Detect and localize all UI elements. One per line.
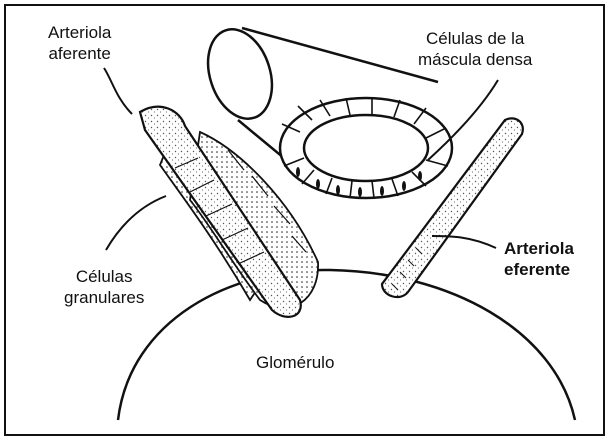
label-macula-densa: Células de la máscula densa <box>418 28 532 70</box>
label-celulas-granulares: Células granulares <box>64 266 144 308</box>
leader-aferente <box>104 68 132 114</box>
label-glomerulo: Glomérulo <box>256 352 334 373</box>
glomerulus-shape <box>118 270 575 420</box>
label-arteriola-eferente: Arteriola eferente <box>504 238 574 280</box>
leader-granulares <box>106 196 166 250</box>
label-arteriola-aferente: Arteriola aferente <box>48 22 111 64</box>
